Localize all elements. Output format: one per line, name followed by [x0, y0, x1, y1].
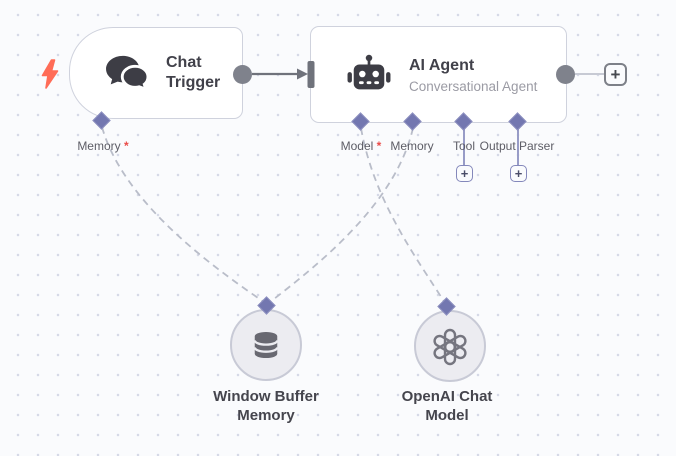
- plus-icon: +: [460, 166, 469, 181]
- required-asterisk: *: [376, 139, 382, 153]
- required-asterisk: *: [124, 139, 129, 153]
- connection-arrowhead: [297, 68, 308, 80]
- chat-bubbles-icon: [103, 53, 151, 93]
- trigger-bolt-icon: [41, 59, 59, 94]
- port-label-memory-agent: Memory: [390, 139, 434, 153]
- node-label-openai-chat-model: OpenAI Chat Model: [401, 388, 493, 424]
- node-window-buffer-memory[interactable]: [230, 309, 302, 381]
- node-subtitle: Conversational Agent: [409, 78, 538, 94]
- output-port-ai-agent[interactable]: [556, 65, 575, 84]
- node-chat-trigger[interactable]: Chat Trigger: [69, 27, 243, 119]
- database-icon: [248, 327, 284, 363]
- node-openai-chat-model[interactable]: [414, 310, 486, 382]
- add-output-parser-button[interactable]: +: [510, 165, 527, 182]
- node-title: Chat Trigger: [166, 54, 221, 91]
- connection-agent-memory-to-wbm[interactable]: [269, 127, 414, 303]
- port-label-output-parser: Output Parser: [479, 139, 555, 153]
- output-port-chat-trigger[interactable]: [233, 65, 252, 84]
- node-ai-agent[interactable]: AI Agent Conversational Agent: [310, 26, 567, 123]
- port-label-memory-trigger: Memory *: [77, 139, 129, 153]
- node-label-window-buffer-memory: Window Buffer Memory: [213, 388, 319, 424]
- robot-icon: [346, 54, 392, 96]
- connection-agent-model-to-openai[interactable]: [360, 127, 446, 304]
- node-title: AI Agent: [409, 56, 475, 74]
- plus-icon: +: [610, 64, 621, 84]
- openai-logo-icon: [430, 326, 470, 366]
- add-next-node-button[interactable]: +: [604, 63, 627, 86]
- add-tool-button[interactable]: +: [456, 165, 473, 182]
- connection-trigger-memory-to-wbm[interactable]: [101, 126, 265, 303]
- plus-icon: +: [514, 166, 523, 181]
